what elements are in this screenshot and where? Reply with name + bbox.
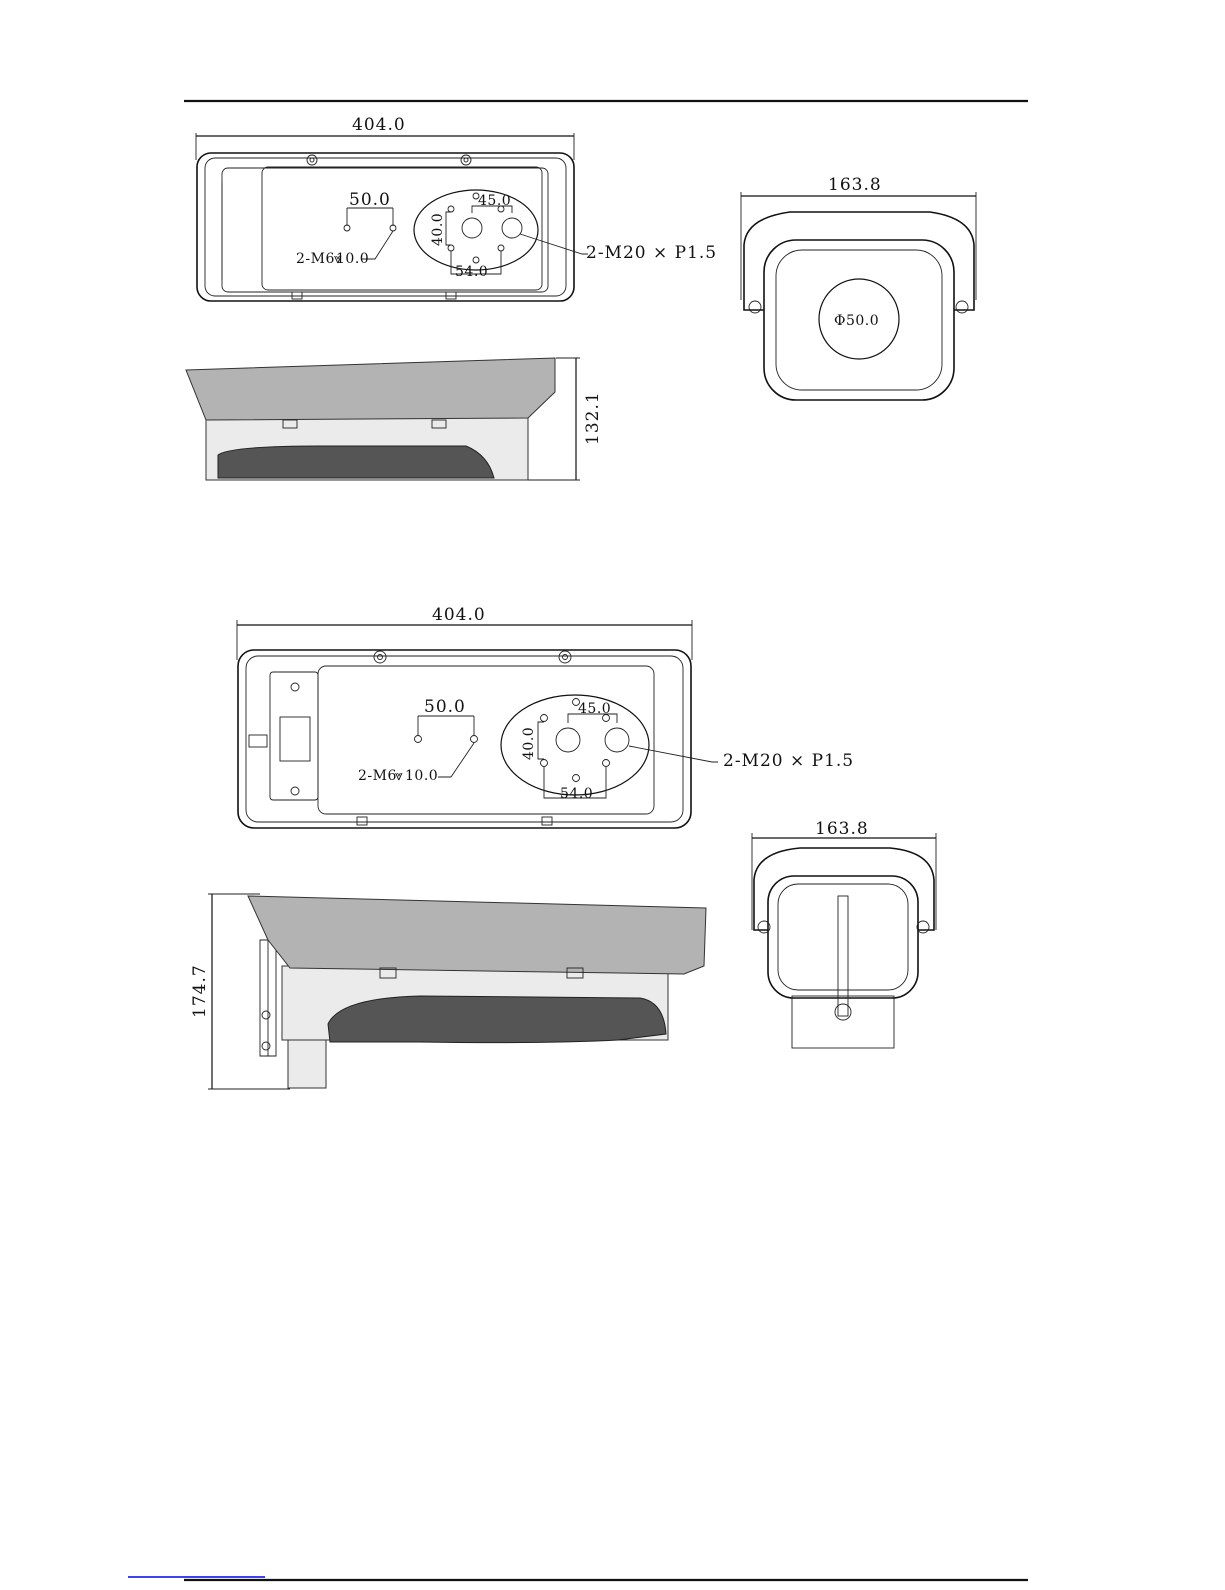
top-length-label-1: 404.0	[352, 115, 406, 135]
pattern-width-label-1: 45.0	[478, 193, 511, 209]
side-view-2: 174.7	[190, 894, 706, 1089]
thread-spec-label-1: 2-M20 × P1.5	[586, 243, 717, 263]
svg-text:⩔: ⩔	[395, 768, 403, 784]
top-view-2: 404.0 50.0 2-M6 ⩔ 10.0	[237, 605, 854, 828]
mount-spec-label-2: 2-M6	[358, 768, 397, 784]
front-width-label-1: 163.8	[828, 175, 882, 195]
mount-spacing-label-2: 50.0	[424, 697, 466, 717]
top-length-label-2: 404.0	[432, 605, 486, 625]
front-width-label-2: 163.8	[815, 819, 869, 839]
side-height-label-2: 174.7	[190, 964, 210, 1018]
pattern-height-label-2: 40.0	[521, 727, 537, 760]
pattern-base-label-1: 54.0	[455, 264, 488, 280]
top-view-1: 404.0 50.0 2-M6 ⩔ 10.0	[196, 115, 717, 301]
mount-depth-label-1: 10.0	[336, 251, 369, 267]
front-view-2: 163.8	[752, 819, 936, 1048]
mount-depth-label-2: 10.0	[405, 768, 438, 784]
front-view-1: 163.8 Φ50.0	[741, 175, 976, 400]
pattern-base-label-2: 54.0	[560, 786, 593, 802]
side-view-1: 132.1	[186, 358, 603, 480]
side-height-label-1: 132.1	[583, 391, 603, 445]
pattern-height-label-1: 40.0	[430, 213, 446, 246]
mount-spacing-label-1: 50.0	[349, 190, 391, 210]
pattern-width-label-2: 45.0	[578, 701, 611, 717]
drawing-2: 404.0 50.0 2-M6 ⩔ 10.0	[190, 605, 936, 1089]
drawing-1: 404.0 50.0 2-M6 ⩔ 10.0	[186, 115, 976, 480]
mount-spec-label-1: 2-M6	[296, 251, 335, 267]
thread-spec-label-2: 2-M20 × P1.5	[723, 751, 854, 771]
lens-diameter-label-1: Φ50.0	[834, 313, 879, 329]
